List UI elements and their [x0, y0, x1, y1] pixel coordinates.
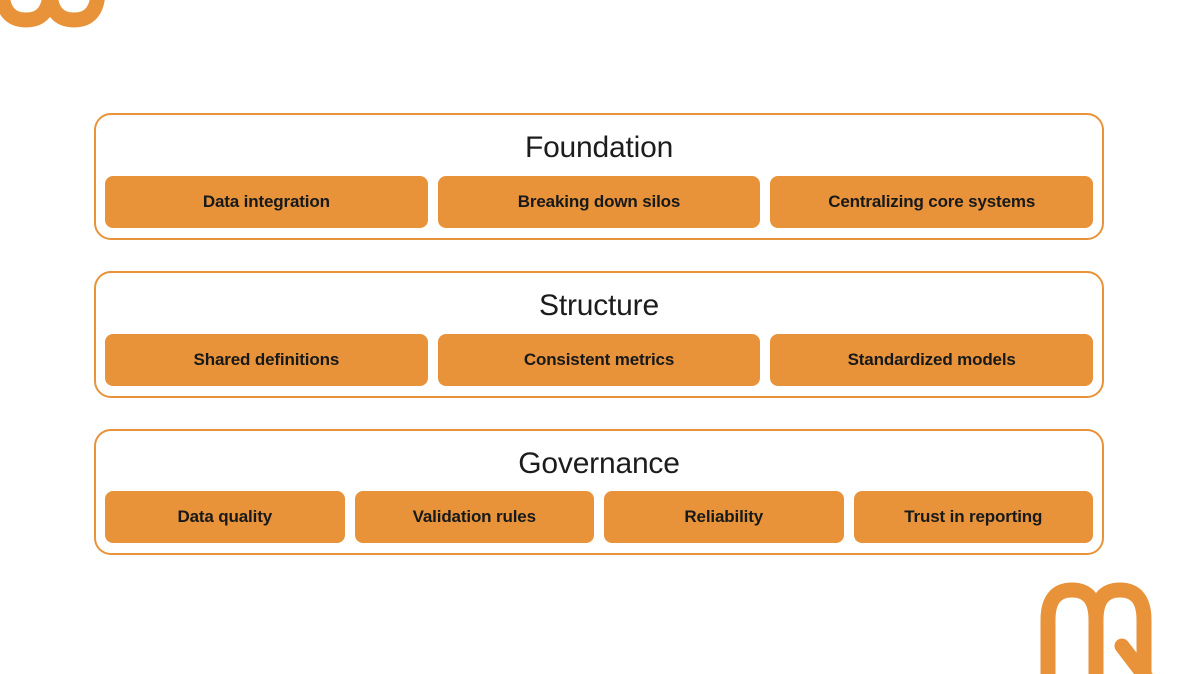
chip-item[interactable]: Data quality: [105, 491, 345, 544]
chip-item[interactable]: Centralizing core systems: [770, 175, 1094, 228]
chip-item[interactable]: Consistent metrics: [437, 333, 761, 386]
chip-item[interactable]: Data integration: [105, 175, 428, 228]
logo-mark-top-left-icon: [0, 0, 108, 82]
layer-card-foundation: Foundation Data integration Breaking dow…: [94, 113, 1104, 240]
chip-item[interactable]: Validation rules: [354, 491, 594, 544]
chip-item[interactable]: Reliability: [604, 491, 844, 544]
chip-item[interactable]: Standardized models: [770, 333, 1094, 386]
chip-row: Data integration Breaking down silos Cen…: [105, 175, 1094, 228]
chip-row: Data quality Validation rules Reliabilit…: [105, 491, 1093, 544]
chip-item[interactable]: Shared definitions: [105, 333, 428, 386]
layer-card-structure: Structure Shared definitions Consistent …: [94, 270, 1104, 398]
chip-item[interactable]: Trust in reporting: [853, 491, 1093, 544]
layer-stack: Foundation Data integration Breaking dow…: [94, 113, 1104, 556]
chip-item[interactable]: Breaking down silos: [437, 175, 761, 228]
layer-card-governance: Governance Data quality Validation rules…: [94, 428, 1104, 556]
chip-row: Shared definitions Consistent metrics St…: [105, 333, 1094, 386]
layer-title: Governance: [518, 446, 680, 480]
layer-title: Foundation: [524, 131, 674, 164]
layer-title: Structure: [539, 288, 659, 322]
